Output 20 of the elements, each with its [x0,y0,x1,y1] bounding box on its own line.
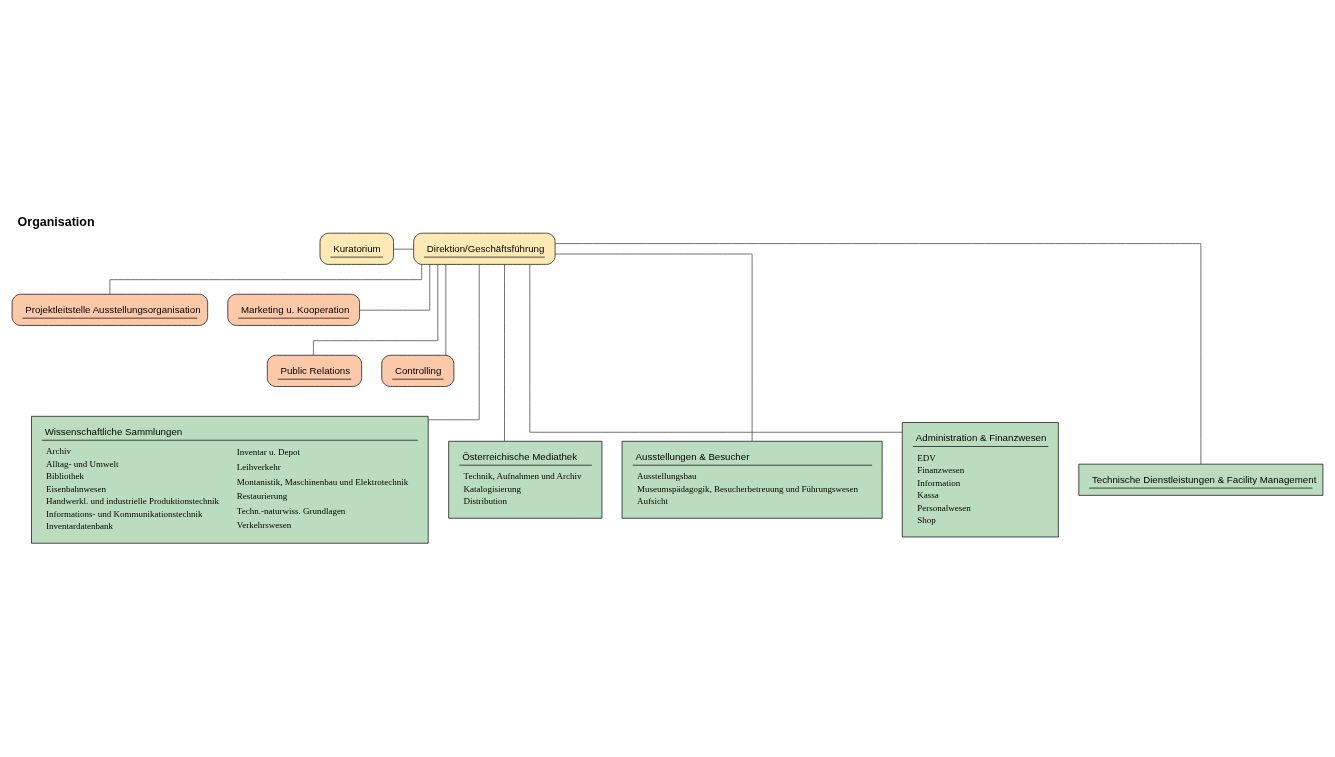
node-box: Wissenschaftliche Sammlungen Archiv Alltag- und Umwelt Bibliothek Eisenbahnwesen Handwerkl. und industrielle Produktionstechnik Informations- und Kommunikationstechnik Inventardatenbank Inventar u. Depot Leihverkehr Montanistik, Maschinenbau und Elektrotechnik Restaurierung Techn.-naturwiss. Grundlagen Verkehrswesen [31,415,429,544]
node-box: Controlling [381,354,455,387]
node-box: Kuratorium [319,232,394,265]
connector [504,264,505,442]
node-box: Administration & Finanzwesen EDV Finanzwesen Information Kassa Personalwesen Shop [901,422,1059,538]
connector [529,264,903,433]
node-box: Marketing u. Kooperation [227,293,360,326]
node-box: Ausstellungen & Besucher Ausstellungsbau Museumspädagogik, Besucherbetreuung und Führungswesen Aufsicht [621,440,883,519]
connector [554,253,753,442]
node-box: Projektleitstelle Ausstellungsorganisation [11,293,208,326]
diagram-title: Organisation [17,214,95,229]
node-box: Österreichische Mediathek Technik, Aufnahmen und Archiv Katalogisierung Distribution [448,440,603,519]
connector [359,264,431,311]
connector [428,264,480,421]
connector [445,264,447,356]
node-box: Direktion/Geschäftsführung [413,232,556,265]
connector [555,243,1202,465]
node-box: Public Relations [266,354,362,387]
connector [393,248,414,250]
node-box: Technische Dienstleistungen & Facility Management [1078,463,1324,496]
